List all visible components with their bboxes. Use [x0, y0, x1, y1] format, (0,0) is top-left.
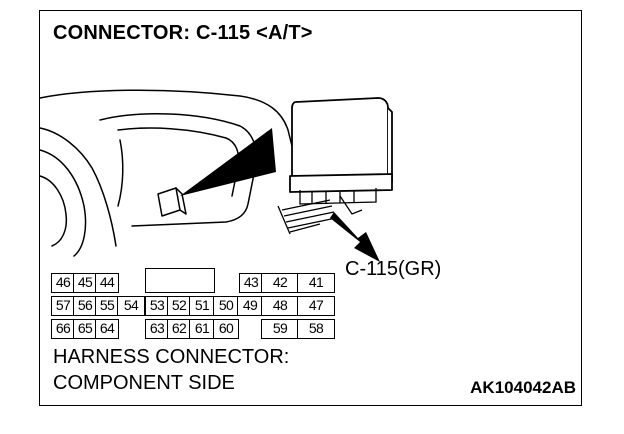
pointer-wedge: [180, 128, 276, 196]
pin-62: 62: [167, 319, 191, 339]
pin-46: 46: [51, 273, 75, 293]
pin-57: 57: [51, 296, 75, 316]
dashboard-curve-small: [117, 139, 124, 207]
steering-wheel-outer: [39, 149, 87, 257]
dashboard-lower-edge: [39, 127, 117, 247]
location-box-side: [175, 187, 187, 215]
wire-harness: [281, 199, 337, 233]
pin-64: 64: [95, 319, 119, 339]
pin-45: 45: [73, 273, 97, 293]
steering-wheel-inner: [39, 175, 68, 247]
connector-arrow: [330, 212, 380, 262]
pin-56: 56: [73, 296, 97, 316]
pin-60: 60: [213, 319, 239, 339]
ecu-connector-ribs: [311, 190, 355, 204]
pin-63: 63: [145, 319, 169, 339]
ecu-connector-housing: [299, 188, 377, 205]
pin-65: 65: [73, 319, 97, 339]
pin-41: 41: [297, 273, 335, 293]
pin-54: 54: [117, 296, 145, 316]
pin-61: 61: [189, 319, 215, 339]
caption-harness-connector: HARNESS CONNECTOR:: [53, 346, 290, 368]
pin-59: 59: [261, 319, 299, 339]
wire-clip: [277, 195, 363, 235]
pin-47: 47: [297, 296, 335, 316]
pin-43: 43: [239, 273, 263, 293]
pin-52: 52: [167, 296, 191, 316]
diagram-title: CONNECTOR: C-115 <A/T>: [53, 22, 313, 44]
ecu-base: [289, 173, 393, 193]
pin-55: 55: [95, 296, 119, 316]
pin-42: 42: [261, 273, 299, 293]
pin-53: 53: [145, 296, 169, 316]
pin-58: 58: [297, 319, 335, 339]
diagram-frame: [39, 10, 582, 406]
caption-component-side: COMPONENT SIDE: [53, 372, 235, 394]
pin-50: 50: [213, 296, 239, 316]
pin-49: 49: [237, 296, 263, 316]
pin-51: 51: [189, 296, 215, 316]
diagram-code: AK104042AB: [470, 378, 576, 397]
pin-66: 66: [51, 319, 75, 339]
ecu-face: [291, 97, 389, 185]
location-box: [157, 187, 181, 217]
pin-44: 44: [95, 273, 119, 293]
pin-cavity-blank: [145, 268, 215, 293]
dashboard-panel: [99, 113, 258, 227]
connector-label: C-115(GR): [345, 258, 442, 280]
dashboard-outline: [39, 89, 297, 163]
pin-48: 48: [261, 296, 299, 316]
ecu-side: [387, 107, 393, 183]
